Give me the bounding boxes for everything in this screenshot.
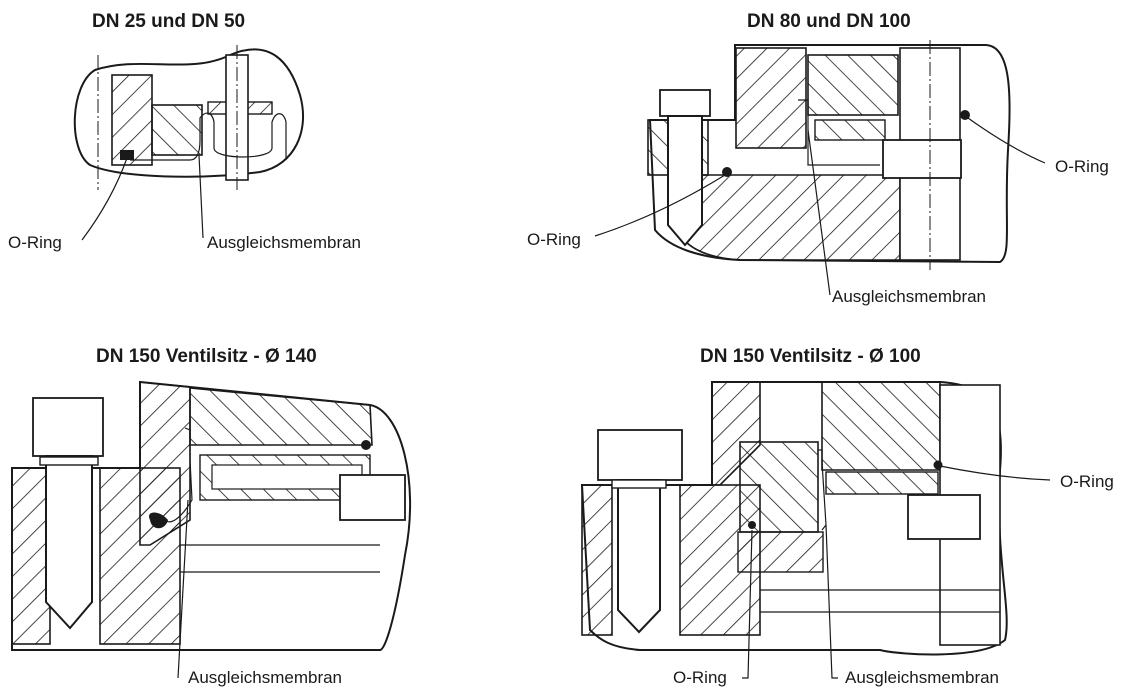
label-ausgleichsmembran: Ausgleichsmembran xyxy=(207,233,361,252)
bonnet xyxy=(139,381,191,546)
bolt-shaft xyxy=(667,115,703,247)
leader-membrane xyxy=(807,129,831,296)
label-o-ring-lower: O-Ring xyxy=(673,668,727,687)
figure-dn150-seat-140: DN 150 Ventilsitz - Ø 140 Ausgleichsmemb… xyxy=(11,346,412,687)
seat-ring xyxy=(821,381,941,471)
o-ring-mark-right xyxy=(960,110,970,120)
compensation-membrane xyxy=(130,112,287,161)
seat-plate xyxy=(825,471,939,495)
flange-left xyxy=(581,484,613,636)
bolt-head xyxy=(597,429,683,481)
label-o-ring: O-Ring xyxy=(8,233,62,252)
o-ring-mark xyxy=(361,440,371,450)
body-lower xyxy=(679,174,901,261)
bolt-shaft xyxy=(45,455,93,630)
seat-ring xyxy=(807,54,899,116)
leader-o-ring-left xyxy=(594,174,726,237)
figure-dn80-dn100: DN 80 und DN 100 O-Ring O-Ring Ausgleich… xyxy=(527,11,1109,306)
leader-membrane xyxy=(198,154,204,239)
leader-membrane xyxy=(825,524,838,679)
figure-dn150-seat-100: DN 150 Ventilsitz - Ø 100 O-Ring O-Ring … xyxy=(580,346,1114,687)
seat-ring xyxy=(189,387,373,446)
o-ring-mark xyxy=(722,167,732,177)
seat-plate xyxy=(814,119,886,141)
o-ring-mark-right xyxy=(933,460,943,470)
label-ausgleichsmembran: Ausgleichsmembran xyxy=(188,668,342,687)
figure-title: DN 80 und DN 100 xyxy=(747,11,911,32)
compensation-membrane xyxy=(818,449,827,531)
o-ring-mark-lower xyxy=(748,521,756,529)
leader-o-ring-lower xyxy=(742,529,753,679)
seat-gap xyxy=(211,464,363,490)
bolt-head xyxy=(659,89,711,117)
washer xyxy=(39,456,99,466)
figure-title: DN 150 Ventilsitz - Ø 140 xyxy=(96,346,317,367)
o-ring-mark xyxy=(120,150,134,160)
flange-left xyxy=(11,467,51,645)
bolt-shaft xyxy=(617,479,661,634)
body-upper xyxy=(735,47,807,149)
stem-nut xyxy=(882,139,962,179)
stem-nut xyxy=(907,494,981,540)
label-o-ring-right: O-Ring xyxy=(1060,472,1114,491)
label-o-ring-right: O-Ring xyxy=(1055,157,1109,176)
figure-title: DN 25 und DN 50 xyxy=(92,11,245,32)
seat-insert xyxy=(739,441,819,533)
figure-dn25-dn50: DN 25 und DN 50 O-Ring Ausgleichsmembran xyxy=(8,11,361,252)
label-ausgleichsmembran: Ausgleichsmembran xyxy=(845,668,999,687)
leader-o-ring xyxy=(81,157,128,241)
figure-title: DN 150 Ventilsitz - Ø 100 xyxy=(700,346,921,367)
seal-ring xyxy=(149,512,168,529)
washer xyxy=(611,479,667,489)
label-o-ring-left: O-Ring xyxy=(527,230,581,249)
label-ausgleichsmembran: Ausgleichsmembran xyxy=(832,287,986,306)
stem-nut xyxy=(339,474,406,521)
leader-o-ring-right xyxy=(967,117,1046,164)
bolt-head xyxy=(32,397,104,457)
seat-part xyxy=(151,104,203,156)
leader-membrane xyxy=(177,499,189,679)
leader-o-ring-right xyxy=(939,465,1051,481)
